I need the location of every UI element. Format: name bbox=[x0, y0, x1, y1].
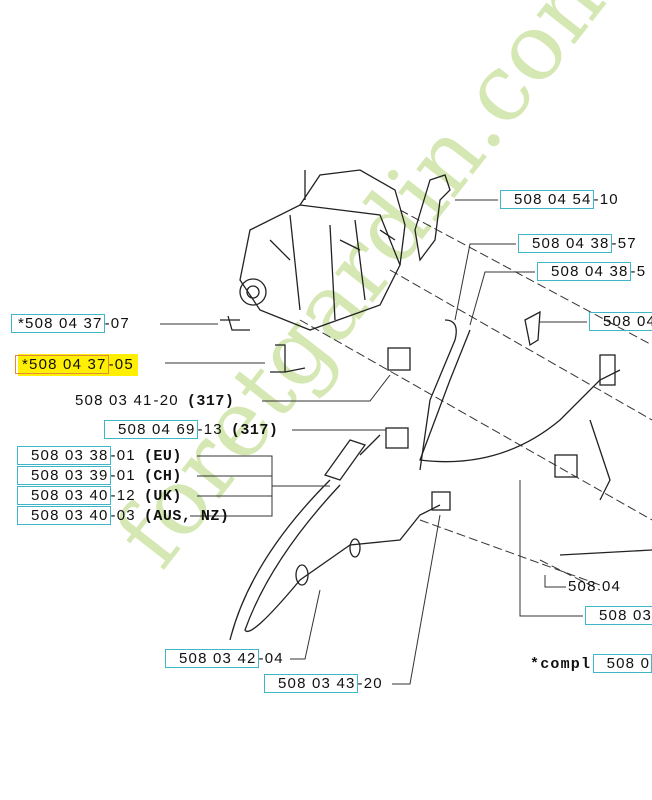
part-note: (317) bbox=[186, 393, 235, 410]
part-suffix: -20 bbox=[153, 392, 179, 409]
asterisk: * bbox=[22, 356, 30, 373]
part-label-508-04-37-07: *508 04 37-07 bbox=[11, 314, 130, 333]
part-link[interactable]: 508 04 37 bbox=[15, 355, 109, 374]
part-suffix: -01 bbox=[110, 447, 136, 464]
part-link[interactable]: 508 04 54 bbox=[500, 190, 594, 209]
part-suffix: -20 bbox=[357, 675, 383, 692]
compl-prefix: *compl bbox=[530, 656, 592, 673]
part-suffix: -04 bbox=[258, 650, 284, 667]
part-label-508-04-right: 508 04 bbox=[589, 312, 652, 331]
part-link[interactable]: 508 0 bbox=[592, 654, 652, 673]
part-suffix: -13 bbox=[197, 421, 223, 438]
part-number: 508 03 41 bbox=[75, 392, 153, 409]
part-label-508-03-41-20: 508 03 41-20 (317) bbox=[75, 392, 234, 411]
part-label-508-03-42-04: 508 03 42-04 bbox=[165, 649, 284, 668]
wire-3 bbox=[559, 419, 652, 556]
part-label-508-04-38-57: 508 04 38-57 bbox=[518, 234, 637, 253]
part-suffix: -12 bbox=[110, 487, 136, 504]
part-link[interactable]: 508 03 40 bbox=[17, 506, 111, 525]
power-cable bbox=[229, 434, 451, 641]
part-label-508-04-69-13: 508 04 69-13 (317) bbox=[104, 420, 279, 440]
part-note: (EU) bbox=[143, 448, 182, 465]
part-link[interactable]: 508 03 39 bbox=[17, 466, 111, 485]
capacitor-part bbox=[385, 427, 409, 449]
part-note: (UK) bbox=[143, 488, 182, 505]
switch-part bbox=[387, 347, 411, 371]
part-link[interactable]: 508 04 38 bbox=[518, 234, 612, 253]
part-suffix: -05 bbox=[108, 356, 134, 373]
motor bbox=[239, 169, 406, 331]
part-suffix: -03 bbox=[110, 507, 136, 524]
part-link[interactable]: 508 03 43 bbox=[264, 674, 358, 693]
part-note: (CH) bbox=[143, 468, 182, 485]
part-link[interactable]: 508 03 38 bbox=[17, 446, 111, 465]
part-label-508-04-54-10: 508 04 54-10 bbox=[500, 190, 619, 209]
part-note: (317) bbox=[230, 422, 279, 439]
part-label-uk: 508 03 40-12 (UK) bbox=[17, 486, 182, 506]
part-suffix: -01 bbox=[110, 467, 136, 484]
part-label-508-03-lower: 508 03 bbox=[585, 606, 652, 625]
part-label-508-04-lower: 508 04 bbox=[568, 578, 622, 596]
part-label-ch: 508 03 39-01 (CH) bbox=[17, 466, 182, 486]
wire-2 bbox=[419, 329, 621, 463]
part-suffix: -10 bbox=[593, 191, 619, 208]
part-suffix: -07 bbox=[104, 315, 130, 332]
part-suffix: -57 bbox=[611, 235, 637, 252]
part-label-508-03-43-20: 508 03 43-20 bbox=[264, 674, 383, 693]
part-label-508-04-38-5: 508 04 38-5 bbox=[537, 262, 647, 281]
part-label-compl: *compl 508 0 bbox=[530, 654, 652, 674]
part-link[interactable]: 508 04 37 bbox=[11, 314, 105, 333]
bracket-part bbox=[414, 174, 451, 262]
leader-lines bbox=[160, 199, 587, 685]
spring-part bbox=[220, 315, 250, 331]
part-link[interactable]: 508 04 bbox=[589, 312, 652, 331]
relay-part bbox=[554, 454, 578, 478]
part-link[interactable]: 508 04 38 bbox=[537, 262, 631, 281]
part-link[interactable]: 508 04 69 bbox=[104, 420, 198, 439]
connector-right bbox=[599, 354, 616, 386]
part-note: (AUS, NZ) bbox=[143, 508, 230, 525]
brush-part bbox=[270, 344, 306, 373]
assembly-lines bbox=[299, 209, 652, 591]
part-label-aus-nz: 508 03 40-03 (AUS, NZ) bbox=[17, 506, 230, 526]
clip-part bbox=[524, 310, 541, 347]
part-suffix: -5 bbox=[630, 263, 647, 280]
part-link[interactable]: 508 03 40 bbox=[17, 486, 111, 505]
part-label-eu: 508 03 38-01 (EU) bbox=[17, 446, 182, 466]
wire-1 bbox=[419, 319, 457, 471]
part-label-508-04-37-05-highlighted: *508 04 37-05 bbox=[15, 354, 138, 376]
asterisk: * bbox=[18, 315, 26, 332]
part-number: 508 04 bbox=[568, 578, 622, 595]
part-link[interactable]: 508 03 42 bbox=[165, 649, 259, 668]
part-link[interactable]: 508 03 bbox=[585, 606, 652, 625]
